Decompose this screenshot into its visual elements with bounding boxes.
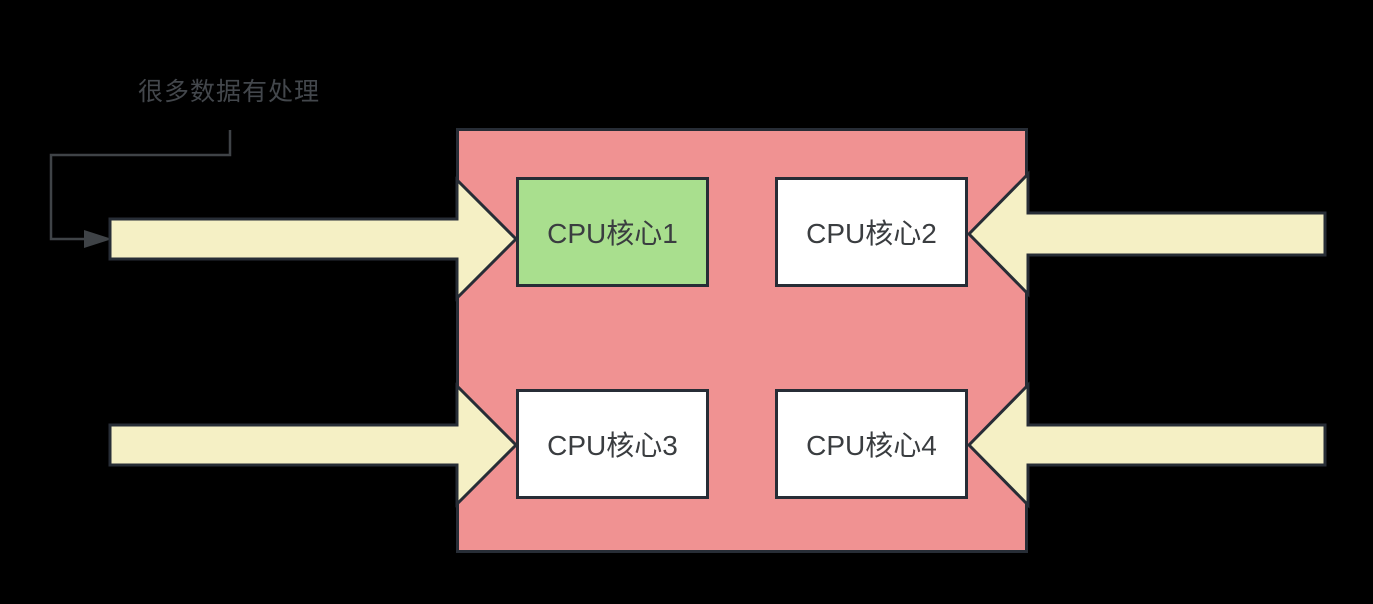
cpu-core-3-label: CPU核心3 [547, 430, 678, 461]
annotation-connector-arrowhead-icon [84, 230, 112, 248]
cpu-core-2-label: CPU核心2 [806, 218, 937, 249]
inbound-arrow-bottom-left-icon [108, 382, 519, 508]
cpu-core-4: CPU核心4 [775, 389, 968, 499]
cpu-core-1-label: CPU核心1 [547, 218, 678, 249]
inbound-arrow-top-left-icon [108, 176, 519, 302]
inbound-arrow-top-right-icon [966, 170, 1327, 298]
annotation-connector-line [49, 130, 232, 241]
inbound-arrow-bottom-right-icon [966, 381, 1327, 509]
annotation-label: 很多数据有处理 [138, 78, 321, 106]
cpu-core-2: CPU核心2 [775, 177, 968, 287]
cpu-core-1: CPU核心1 [516, 177, 709, 287]
cpu-core-4-label: CPU核心4 [806, 430, 937, 461]
cpu-core-3: CPU核心3 [516, 389, 709, 499]
